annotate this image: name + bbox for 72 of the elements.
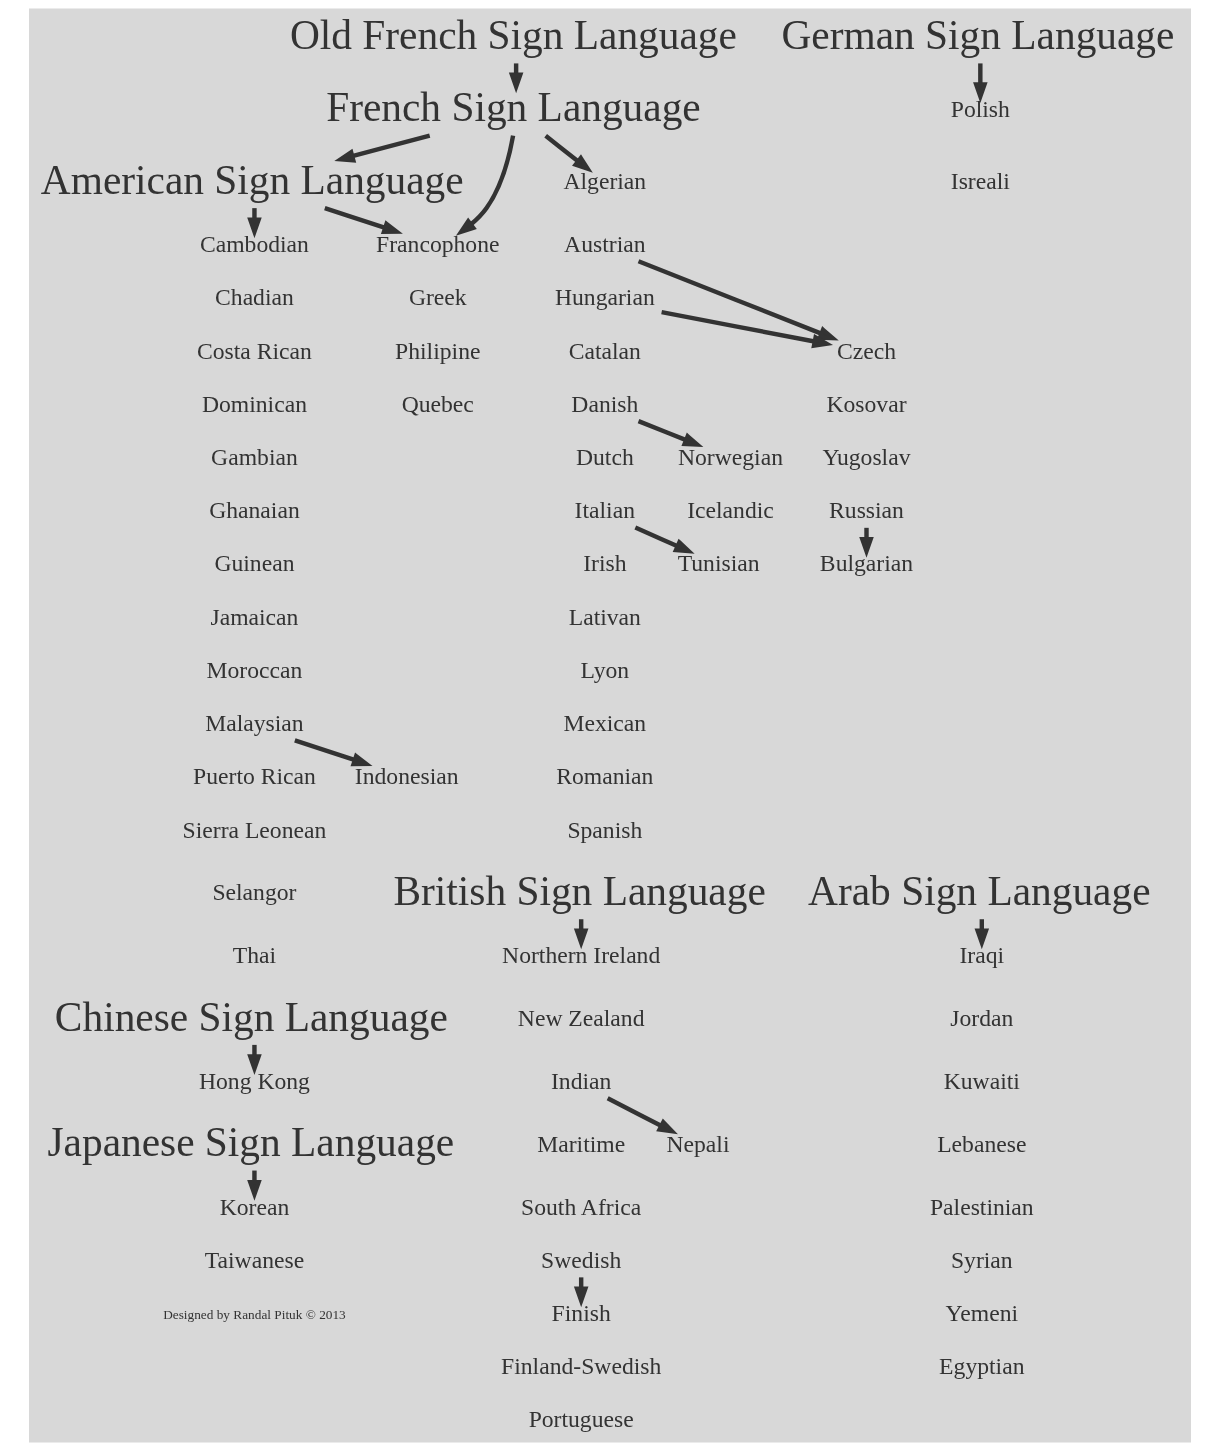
node-text: Greek — [408, 284, 467, 311]
node-text: Chinese Sign Language — [54, 993, 448, 1040]
node-text: Chadian — [215, 284, 294, 311]
node-text: Thai — [232, 942, 277, 969]
node-text: Russian — [829, 497, 904, 524]
node-text: Quebec — [401, 390, 474, 417]
node-text: Dominican — [201, 390, 307, 417]
node-text: Lebanese — [937, 1130, 1027, 1157]
node-text: Romanian — [556, 763, 654, 790]
node-text: Cambodian — [199, 231, 309, 258]
node-text: Syrian — [950, 1246, 1013, 1273]
node-text: Austrian — [564, 231, 646, 258]
node-text: Icelandic — [687, 497, 774, 524]
label: Designed by Randal Pituk © 2013 — [163, 1306, 346, 1322]
node-text: Kuwaiti — [943, 1067, 1020, 1094]
node-text: South Africa — [521, 1193, 642, 1220]
node-text: Finland-Swedish — [501, 1353, 662, 1380]
node-text: Czech — [836, 337, 897, 364]
node-text: Norwegian — [677, 444, 784, 471]
node-text: Polish — [950, 95, 1010, 122]
node-text: Taiwanese — [204, 1246, 305, 1273]
node-text: Gambian — [211, 444, 298, 471]
node-text: Kosovar — [826, 390, 907, 417]
node-text: Jamaican — [210, 603, 299, 630]
node-text: Northern Ireland — [502, 942, 661, 969]
node-text: Guinean — [214, 550, 295, 577]
node-text: Old French Sign Language — [289, 12, 737, 58]
node-text: Moroccan — [206, 656, 303, 683]
node-text: Lativan — [568, 603, 641, 630]
node-text: Catalan — [568, 337, 641, 364]
node-text: Iraqi — [959, 942, 1005, 969]
node-text: Francophone — [376, 231, 500, 258]
node-text: Danish — [571, 390, 639, 417]
node-text: Dutch — [575, 444, 634, 471]
node-text: Palestinian — [929, 1193, 1034, 1220]
node-text: Indian — [550, 1067, 612, 1094]
node-text: Egyptian — [939, 1353, 1025, 1380]
node-text: Hong Kong — [198, 1067, 310, 1094]
node-text: French Sign Language — [326, 84, 701, 131]
node-text: Lyon — [580, 656, 630, 683]
node-text: Puerto Rican — [193, 763, 316, 790]
node-text: Tunisian — [677, 550, 760, 577]
node-text: American Sign Language — [40, 156, 464, 203]
node-text: Philipine — [395, 337, 481, 364]
node-text: Arab Sign Language — [808, 867, 1151, 914]
node-text: Algerian — [563, 168, 647, 195]
node-text: Costa Rican — [197, 337, 312, 364]
node-text: Hungarian — [554, 284, 655, 311]
node-text: Maritime — [537, 1130, 626, 1157]
node-text: Sierra Leonean — [182, 816, 327, 843]
node-text: Indonesian — [354, 763, 459, 790]
node-text: British Sign Language — [393, 867, 766, 914]
node-text: Swedish — [541, 1246, 622, 1273]
node-text: Isreali — [950, 168, 1010, 195]
node-text: Selangor — [212, 879, 297, 906]
node-text: Spanish — [567, 816, 643, 843]
node-text: Korean — [219, 1193, 290, 1220]
node-text: German Sign Language — [781, 12, 1175, 58]
node-text: Ghanaian — [209, 497, 300, 524]
node-text: Yemeni — [945, 1299, 1019, 1326]
node-text: Irish — [583, 550, 627, 577]
node-text: Finish — [551, 1299, 611, 1326]
node-text: Bulgarian — [819, 550, 914, 577]
node-text: Yugoslav — [822, 444, 911, 471]
node-text: Jordan — [950, 1005, 1014, 1032]
node-text: Malaysian — [205, 710, 304, 737]
node-text: New Zealand — [517, 1005, 645, 1032]
node-text: Mexican — [563, 710, 647, 737]
node-text: Japanese Sign Language — [47, 1119, 455, 1166]
node-text: Italian — [574, 497, 636, 524]
node-text: Nepali — [666, 1130, 730, 1157]
node-text: Portuguese — [528, 1406, 634, 1433]
